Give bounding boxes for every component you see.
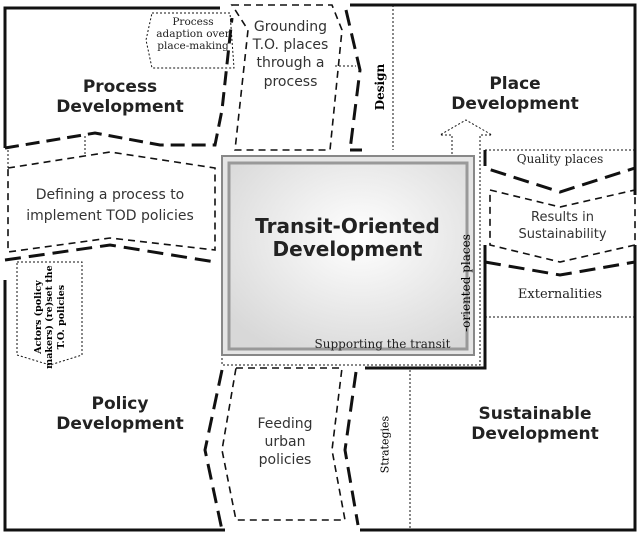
grounding-label: Grounding T.O. places through a process xyxy=(252,19,329,90)
supporting-transit-band xyxy=(221,119,494,366)
externalities-label: Externalities xyxy=(517,287,603,302)
design-arrow xyxy=(344,9,362,151)
grounding-box xyxy=(230,4,343,151)
feeding-label: Feeding urban policies xyxy=(257,416,313,469)
sustainable-left-dashed xyxy=(343,371,360,526)
design-dotted xyxy=(335,5,394,150)
results-box xyxy=(489,188,636,263)
actors-label: Actors (policy makers) (re)set the T.O. … xyxy=(32,265,67,369)
externalities-line xyxy=(484,260,636,277)
process-bottom-dashed xyxy=(4,17,234,150)
actors-box xyxy=(16,261,83,366)
design-label: Design xyxy=(373,63,387,111)
tod-title: Transit-Oriented Development xyxy=(255,214,440,261)
center-box xyxy=(227,161,469,351)
policy-top xyxy=(4,243,216,264)
results-label: Results in Sustainability xyxy=(518,210,607,242)
policy-development-label: Policy Development xyxy=(56,394,184,434)
sustainable-border xyxy=(360,245,637,532)
process-development-label: Process Development xyxy=(56,77,184,117)
adaption-box xyxy=(145,12,235,69)
defining-label: Defining a process to implement TOD poli… xyxy=(26,187,194,224)
quality-places-label: Quality places xyxy=(516,152,604,166)
supporting-transit-label: Supporting the transit xyxy=(314,337,451,351)
place-development-label: Place Development xyxy=(451,74,579,114)
quality-line xyxy=(483,150,636,194)
place-border xyxy=(350,3,637,195)
strategies-label: Strategies xyxy=(378,415,392,474)
oriented-places-label: -oriented places xyxy=(459,234,473,332)
process-adaption-label: Process adaption over place-making xyxy=(156,16,230,53)
policy-right-dashed xyxy=(203,369,224,531)
process-border xyxy=(3,6,220,148)
sustainable-development-label: Sustainable Development xyxy=(471,404,599,444)
defining-box xyxy=(7,151,216,253)
policy-border xyxy=(3,280,225,532)
